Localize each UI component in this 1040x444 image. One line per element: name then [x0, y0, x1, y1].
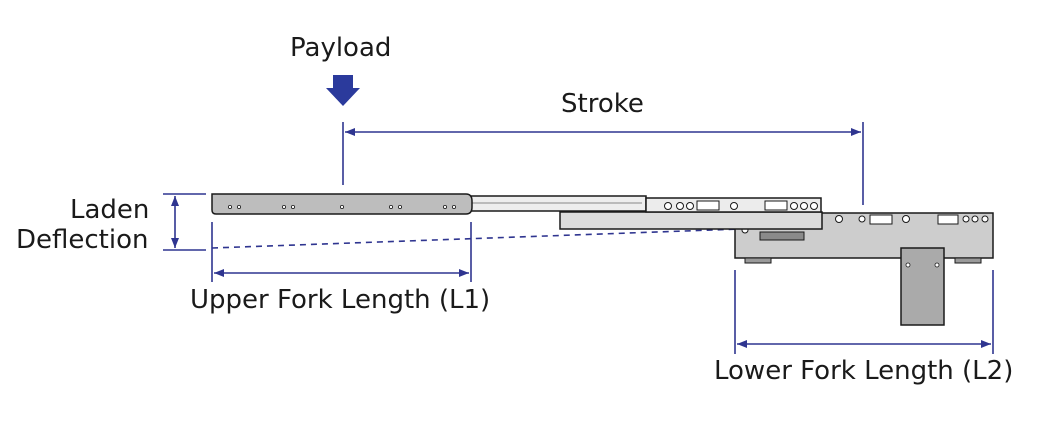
upper-fork-length-label: Upper Fork Length (L1) [190, 285, 491, 315]
deflection-reference-dashed-line [211, 228, 741, 249]
lower-fork-length-dimension [734, 270, 994, 354]
lower-fork-length-label: Lower Fork Length (L2) [714, 356, 1014, 386]
payload-label: Payload [290, 33, 392, 63]
stroke-dimension [342, 122, 864, 205]
laden-deflection-dimension [163, 193, 206, 251]
mounting-bracket [900, 247, 945, 326]
middle-slide-rail [465, 195, 822, 213]
laden-deflection-label-line1: Laden [70, 195, 150, 225]
payload-arrow-icon [326, 75, 360, 106]
laden-deflection-label-line2: Deflection [16, 225, 149, 255]
stroke-label: Stroke [561, 89, 644, 119]
upper-fork [211, 193, 473, 215]
upper-fork-length-dimension [211, 222, 472, 282]
intermediate-carriage [559, 211, 823, 230]
